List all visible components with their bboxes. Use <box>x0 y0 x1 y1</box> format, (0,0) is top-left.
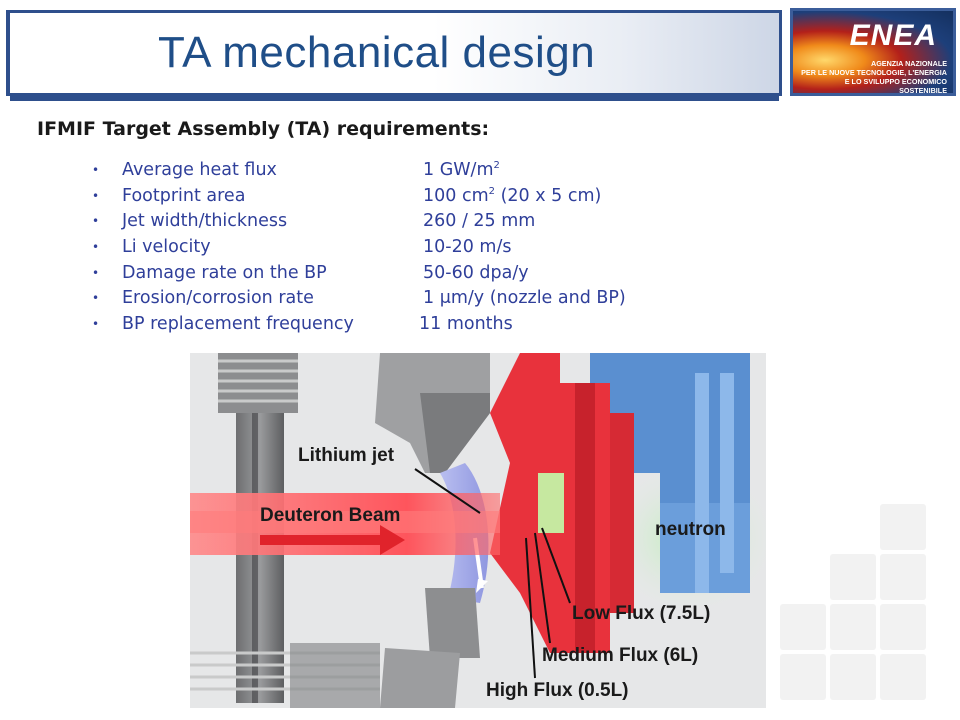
requirement-value: 50-60 dpa/y <box>423 261 529 286</box>
lower-support <box>380 648 460 708</box>
decorative-tiles <box>780 500 960 720</box>
logo-subtitle-line: PER LE NUOVE TECNOLOGIE, L'ENERGIA <box>801 68 947 77</box>
decorative-tile <box>880 654 926 700</box>
requirement-value-sup: 2 <box>488 185 496 197</box>
decorative-tile <box>830 654 876 700</box>
bullet-icon: • <box>92 188 100 203</box>
deuteron-beam-label: Deuteron Beam <box>260 505 400 526</box>
header-bar <box>6 10 782 101</box>
deuteron-beam-core <box>190 511 500 533</box>
requirement-value-text: 260 / 25 mm <box>423 211 536 232</box>
nozzle-housing-shade <box>420 393 490 473</box>
enea-logo: ENEA AGENZIA NAZIONALE PER LE NUOVE TECN… <box>790 8 956 96</box>
lower-nozzle <box>425 588 480 658</box>
pointer-lines <box>414 468 571 679</box>
requirement-value-text: 1 μm/y (nozzle and BP) <box>423 288 626 309</box>
medium-flux-label: Medium Flux (6L) <box>542 645 698 666</box>
decorative-tile <box>830 604 876 650</box>
requirement-value: 1 μm/y (nozzle and BP) <box>423 286 626 311</box>
decorative-tile <box>830 554 876 600</box>
jet-arrowhead-icon <box>476 579 488 593</box>
requirement-label: Li velocity <box>122 237 211 258</box>
requirement-value-text: 50-60 dpa/y <box>423 262 529 283</box>
requirement-value-text: 11 months <box>419 314 513 335</box>
section-title: IFMIF Target Assembly (TA) requirements: <box>37 118 490 140</box>
requirement-value: 11 months <box>419 312 513 337</box>
requirement-value-text: 10-20 m/s <box>423 237 512 258</box>
requirement-value: 260 / 25 mm <box>423 209 535 234</box>
high-flux-label: High Flux (0.5L) <box>486 680 629 701</box>
decorative-tile <box>880 554 926 600</box>
requirement-label: Erosion/corrosion rate <box>122 288 314 309</box>
requirement-label: BP replacement frequency <box>122 314 354 335</box>
decorative-tile <box>780 654 826 700</box>
requirement-value: 10-20 m/s <box>423 235 511 260</box>
bullet-icon: • <box>92 317 100 332</box>
logo-subtitle-line: AGENZIA NAZIONALE <box>871 59 947 68</box>
requirement-label: Jet width/thickness <box>122 211 288 232</box>
decorative-tile <box>780 604 826 650</box>
bullet-icon: • <box>92 214 100 229</box>
requirement-label: Damage rate on the BP <box>122 262 327 283</box>
target-assembly-illustration: Lithium jet Deuteron Beam neutron Low Fl… <box>190 353 766 708</box>
target-assembly-figure: Lithium jet Deuteron Beam neutron Low Fl… <box>190 353 766 708</box>
requirement-label: Footprint area <box>122 185 246 206</box>
requirement-value-text: 1 GW/m <box>423 160 494 180</box>
requirement-label: Average heat flux <box>122 160 277 180</box>
bullet-icon: • <box>92 163 100 177</box>
requirement-value: 100 cm2 (20 x 5 cm) <box>423 184 601 209</box>
slide-title: TA mechanical design <box>158 28 596 77</box>
requirement-value-after: (20 x 5 cm) <box>495 185 602 206</box>
logo-subtitle: AGENZIA NAZIONALE PER LE NUOVE TECNOLOGI… <box>797 59 947 95</box>
lower-flange <box>290 643 380 708</box>
bullet-icon: • <box>92 265 100 280</box>
bullet-icon: • <box>92 291 100 306</box>
requirement-value: 1 GW/m2 <box>423 158 500 183</box>
beam-direction-arrow-icon <box>260 525 405 555</box>
lithium-jet-label: Lithium jet <box>298 445 395 466</box>
requirement-value-sup: 2 <box>493 160 500 172</box>
back-plate <box>490 353 634 653</box>
decorative-tile <box>880 604 926 650</box>
logo-wordmark: ENEA <box>849 19 937 52</box>
bullet-icon: • <box>92 240 100 255</box>
figure-labels: Lithium jet Deuteron Beam neutron Low Fl… <box>260 445 726 701</box>
requirement-value-text: 100 cm <box>423 185 489 206</box>
logo-subtitle-line: E LO SVILUPPO ECONOMICO SOSTENIBILE <box>844 77 947 95</box>
neutron-label: neutron <box>655 519 726 540</box>
decorative-tile <box>880 504 926 550</box>
support-tower <box>218 353 298 703</box>
low-flux-label: Low Flux (7.5L) <box>572 603 710 624</box>
